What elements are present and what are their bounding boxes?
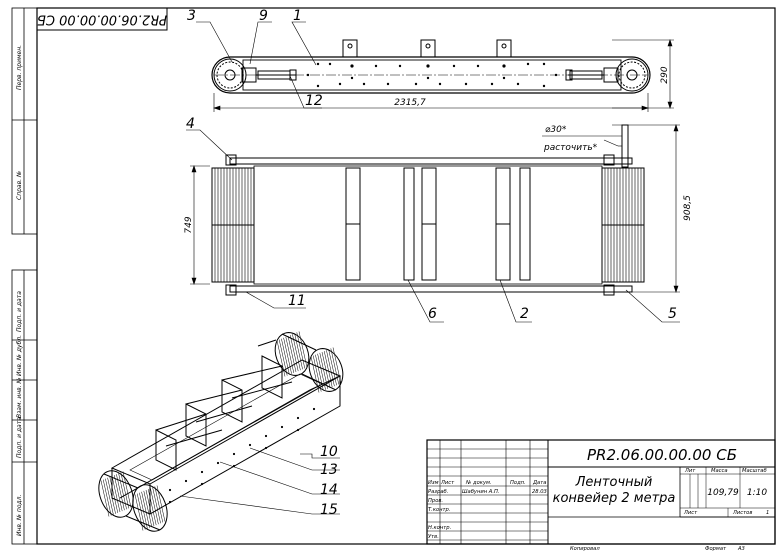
dim-width-total: 908,5: [683, 195, 693, 221]
stamp-row-1: Пров.: [428, 498, 443, 504]
sheets-count: 1: [766, 510, 769, 516]
title-line-1: Ленточный: [575, 475, 653, 490]
leader-numbers: 1 9 3 12 4 11 6 2 5 10 13 14 15: [186, 8, 677, 518]
side-label-3: Инв. № дубл.: [16, 335, 23, 376]
side-view-dimensions: [213, 39, 674, 112]
top-view: [225, 124, 633, 296]
side-labels: Перв. примен. Справ. № Подп. и дата Инв.…: [16, 45, 23, 536]
isometric-ribs: [100, 331, 342, 531]
leader-10: 10: [320, 444, 338, 460]
dim-width-belt: 749: [184, 216, 194, 233]
side-label-2: Подп. и дата: [16, 291, 23, 332]
leader-2: 2: [520, 306, 529, 322]
developer-date: 28.03: [532, 489, 547, 495]
leader-3: 3: [187, 8, 196, 24]
format-label: Формат: [705, 546, 727, 552]
doc-code: PR2.06.00.00.00 СБ: [587, 446, 737, 464]
isometric-view: [98, 332, 344, 532]
stamp-col-3: Подп.: [510, 480, 526, 486]
leader-12: 12: [305, 93, 323, 109]
side-view: [211, 39, 651, 94]
stamp-col-1: Лист: [440, 480, 455, 486]
scale-value: 1:10: [747, 488, 767, 498]
dim-height: 290: [660, 66, 670, 83]
stamp-row-2: Т.контр.: [428, 507, 450, 513]
title-line-2: конвейер 2 метра: [553, 491, 676, 506]
header-scale: Масштаб: [742, 468, 767, 474]
side-label-6: Инв. № подл.: [16, 495, 23, 536]
dim-length: 2315,7: [394, 98, 426, 108]
leader-15: 15: [320, 502, 338, 518]
leader-13: 13: [320, 462, 338, 478]
leader-11: 11: [288, 293, 306, 309]
stamp-row-4: Утв.: [428, 534, 439, 540]
sheet-label: Лист: [683, 510, 698, 516]
doc-code-stamp-box: [36, 7, 168, 31]
isometric-holes: [168, 407, 316, 504]
side-label-5: Подп. и дата: [16, 417, 23, 458]
format-value: A3: [737, 546, 745, 552]
leader-4: 4: [186, 116, 195, 132]
stamp-col-0: Изм: [428, 480, 439, 486]
developer-name: Шабунин А.П.: [462, 489, 500, 495]
side-strips: [11, 7, 38, 545]
stamp-col-4: Дата: [532, 480, 546, 486]
header-mass: Масса: [711, 468, 728, 474]
stamp-col-2: № докум.: [465, 480, 492, 486]
doc-code-stamp: PR2.06.00.00.00 СБ: [37, 12, 167, 27]
top-view-dimensions: [190, 124, 680, 293]
leader-5: 5: [668, 306, 677, 322]
leader-6: 6: [428, 306, 437, 322]
mass-value: 109,79: [707, 488, 739, 498]
dim-hole: ⌀30*: [545, 125, 567, 135]
side-label-0: Перв. примен.: [16, 45, 23, 90]
leader-14: 14: [320, 482, 338, 498]
leader-1: 1: [293, 8, 302, 24]
top-view-right-drum: [601, 167, 645, 283]
stamp-row-0: Разраб.: [428, 489, 448, 495]
copied-label: Копировал: [570, 546, 600, 552]
top-view-left-drum: [211, 167, 255, 283]
sheets-label: Листов: [732, 510, 752, 516]
leader-9: 9: [259, 8, 268, 24]
dim-bore-note: расточить*: [543, 143, 598, 153]
stamp-row-3: Н.контр.: [428, 525, 451, 531]
title-block: [426, 439, 776, 545]
side-label-1: Справ. №: [16, 171, 23, 200]
leader-lines: [179, 21, 680, 515]
header-lit: Лит: [684, 468, 696, 474]
side-label-4: Взам. инв. №: [16, 377, 23, 418]
